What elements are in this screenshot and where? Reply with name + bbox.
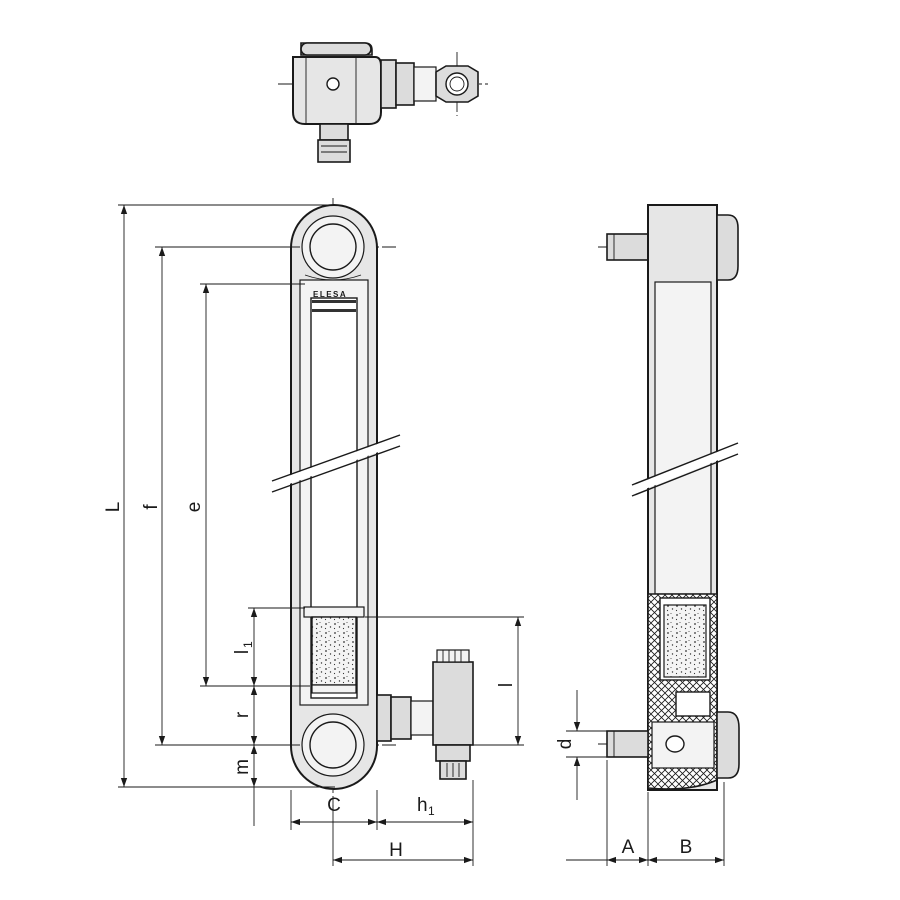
dimension-lines [120, 205, 724, 864]
side-view [598, 204, 740, 791]
dim-l1-base: l [232, 650, 253, 654]
extension-lines [118, 204, 725, 866]
dim-l1-label: l 1 [232, 641, 255, 654]
sensor-housing [432, 661, 474, 746]
dim-r-label: r [232, 711, 253, 718]
dim-f-label: f [141, 504, 162, 510]
break-line-front [270, 434, 402, 493]
dim-h1-sub: 1 [428, 804, 435, 818]
dim-B-label: B [680, 837, 693, 858]
dim-h1-base: h [417, 795, 428, 816]
top-view [278, 42, 488, 163]
dim-L-label: L [103, 502, 124, 513]
dim-l-label: l [496, 683, 517, 687]
break-line-side [630, 442, 740, 497]
upper-bolt-boss [301, 215, 365, 279]
dimension-labels: L f e l 1 r m l C h 1 H d A B [103, 502, 692, 861]
dim-A-label: A [622, 837, 635, 858]
dim-m-label: m [232, 759, 253, 775]
float [311, 616, 357, 686]
front-view: ELESA [290, 198, 474, 810]
lower-stud [606, 730, 649, 758]
dim-H-label: H [389, 840, 403, 861]
lower-bolt-boss [301, 713, 365, 777]
dim-C-label: C [327, 795, 341, 816]
dim-e-label: e [184, 502, 205, 513]
dim-l1-sub: 1 [241, 641, 255, 648]
brand-label: ELESA [313, 290, 347, 299]
dim-d-label: d [555, 739, 576, 750]
upper-stud [606, 233, 649, 261]
side-float [663, 604, 707, 678]
